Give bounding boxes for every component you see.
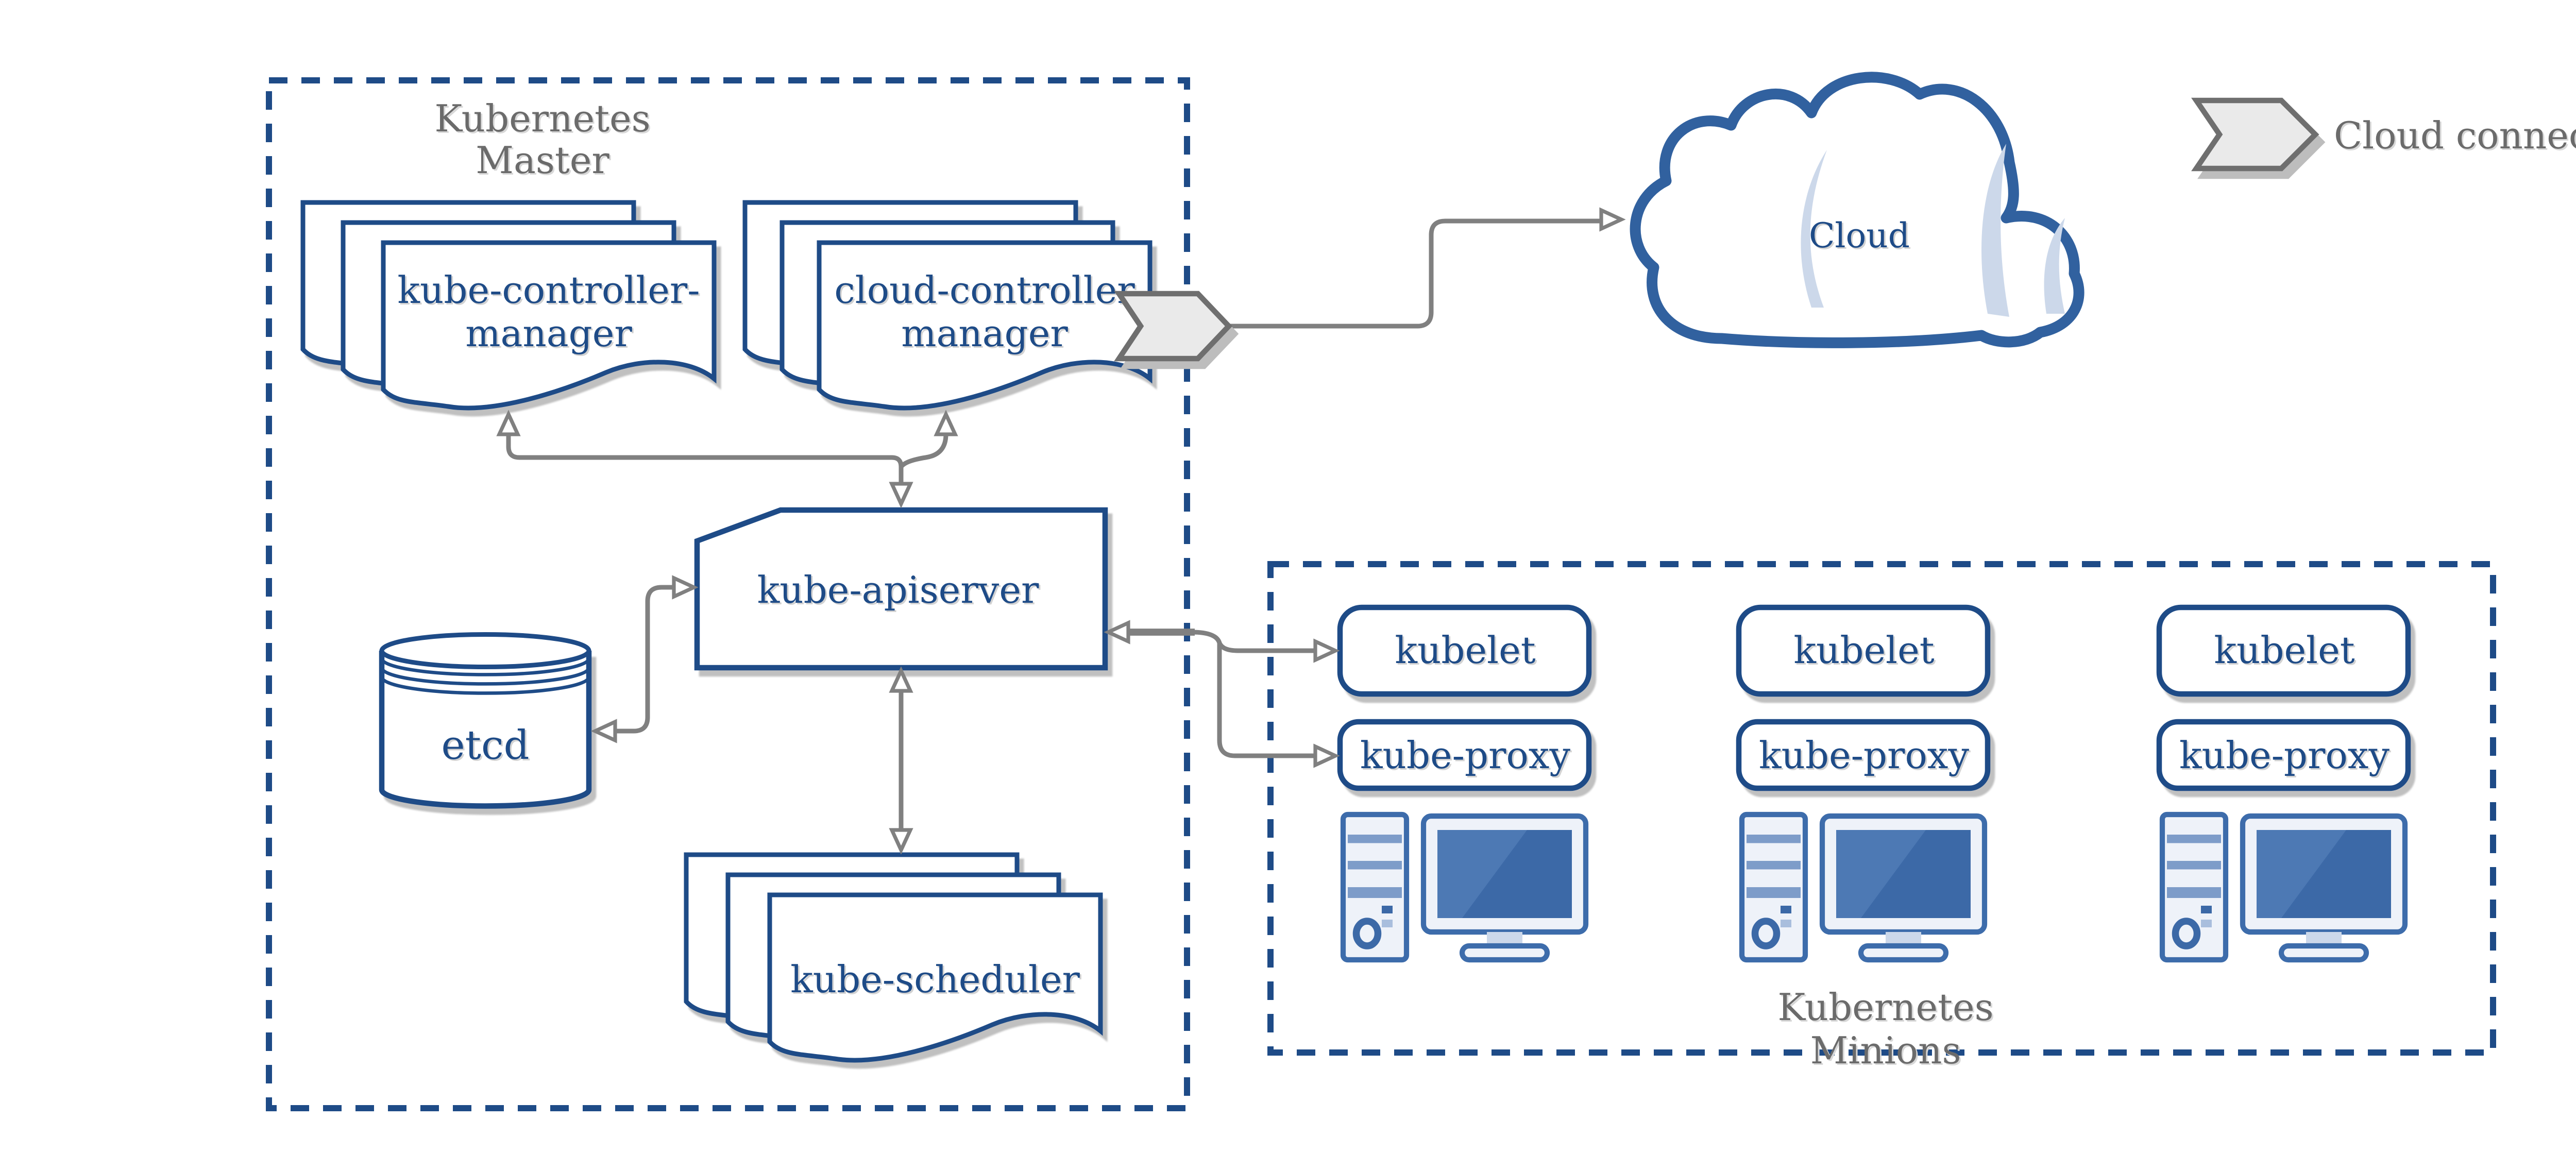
kube-apiserver-label: kube-apiserver: [757, 568, 1039, 612]
connector-line: [600, 585, 688, 734]
connector-apiserver-etcd: [590, 575, 699, 743]
card-shape: [694, 507, 1108, 671]
cylinder-rim: [380, 667, 591, 686]
document-page: [817, 240, 1153, 411]
document-page: [767, 892, 1103, 1063]
connector-apiserver-nodes: [1104, 620, 1340, 768]
kubernetes-master-border: [266, 77, 1190, 1111]
kubelet-box: [1337, 604, 1592, 697]
kube-controller-manager-shape: kube-controller- manager: [300, 200, 717, 411]
connector-apiserver-scheduler: [889, 666, 913, 855]
arrowhead-icon: [889, 482, 913, 508]
legend-label: Cloud connector: [2334, 114, 2576, 157]
arrowhead-icon: [590, 719, 617, 743]
kubelet-label: kubelet: [1395, 629, 1535, 672]
cloud-connector-icon: [1114, 291, 1233, 362]
master-title-line1: Kubernetes: [434, 97, 650, 140]
cloud-connector-legend-icon: [2191, 97, 2319, 172]
kubelet-box: [1736, 604, 1991, 697]
kubelet-label: kubelet: [2214, 629, 2354, 672]
legend: Cloud connector: [2191, 97, 2576, 172]
arrowhead-icon: [1599, 207, 1626, 232]
etcd-shape: etcd: [379, 632, 592, 809]
kube-scheduler-label: kube-scheduler: [790, 958, 1080, 1001]
arrowhead-icon: [889, 828, 913, 855]
kubelet-box: [2156, 604, 2411, 697]
document-page: [381, 240, 717, 411]
arrowhead-icon: [889, 666, 913, 693]
cloud-shine: [2044, 218, 2065, 314]
cloud-outline: [1630, 72, 2084, 348]
connector-line-kube-proxy: [1217, 643, 1331, 758]
etcd-label: etcd: [441, 722, 529, 769]
connector-line: [506, 420, 904, 499]
kube-proxy-label: kube-proxy: [1759, 734, 1969, 777]
arrowhead-icon: [672, 575, 699, 600]
kube-scheduler-shape: kube-scheduler: [684, 852, 1103, 1063]
cloud-controller-manager-label-line1: cloud-controller: [834, 268, 1135, 312]
cylinder-rim: [380, 676, 591, 695]
cloud-controller-manager-shape: cloud-controller manager: [742, 200, 1153, 411]
connector-line-kubelet: [1191, 630, 1331, 653]
cloud-shine: [1981, 144, 2009, 317]
workstation-icon: [2159, 811, 2408, 963]
minion-node-2: kubelet kube-proxy: [1736, 604, 1991, 963]
arrowhead-icon: [934, 410, 958, 436]
kubernetes-minions-border: [1267, 561, 2496, 1056]
cloud-controller-manager-label-line2: manager: [901, 312, 1068, 355]
arrowhead-icon: [496, 410, 521, 436]
kube-proxy-box: [1337, 719, 1592, 791]
connector-controllers-apiserver: [496, 410, 958, 508]
minions-title-line2: Minions: [1810, 1029, 1961, 1072]
minions-title-line1: Kubernetes: [1777, 986, 1993, 1029]
kube-proxy-box: [1736, 719, 1991, 791]
kube-controller-manager-label-line1: kube-controller-: [397, 268, 700, 312]
arrowhead-icon: [1313, 743, 1340, 768]
kube-controller-manager-label-line2: manager: [465, 312, 632, 355]
kubelet-label: kubelet: [1793, 629, 1934, 672]
cylinder-rim: [380, 658, 591, 676]
kube-apiserver-shape: kube-apiserver: [694, 507, 1108, 671]
connector-ccm-cloud: [1230, 207, 1626, 329]
arrowhead-icon: [1104, 620, 1130, 645]
cloud-shine: [1801, 150, 1827, 308]
kube-proxy-box: [2156, 719, 2411, 791]
minion-node-3: kubelet kube-proxy: [2156, 604, 2411, 963]
connector-line: [1230, 218, 1617, 329]
arrowhead-icon: [1313, 638, 1340, 663]
connector-line: [899, 420, 948, 469]
kube-proxy-label: kube-proxy: [2179, 734, 2389, 777]
cylinder-top: [379, 632, 591, 669]
workstation-icon: [1340, 811, 1589, 963]
cloud-label: Cloud: [1809, 216, 1910, 256]
kube-proxy-label: kube-proxy: [1360, 734, 1570, 777]
minion-node-1: kubelet kube-proxy: [1337, 604, 1592, 963]
master-title-line2: Master: [476, 139, 609, 182]
cloud-shape: [1630, 72, 2084, 348]
workstation-icon: [1739, 811, 1988, 963]
